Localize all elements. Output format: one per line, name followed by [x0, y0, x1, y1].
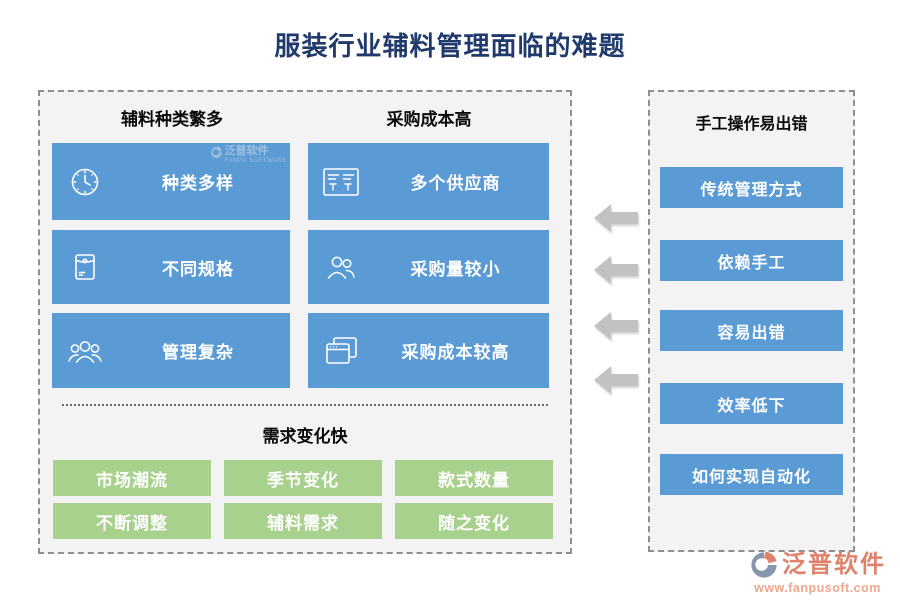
- stacked-windows-icon: [308, 335, 374, 367]
- manual-item: 容易出错: [660, 310, 843, 351]
- fanpu-logo-icon: [210, 146, 222, 158]
- card-variety-3: 管理复杂: [52, 313, 290, 388]
- problems-panel: 辅料种类繁多 采购成本高 种类多样 泛普软件 FANPU SOFTWARE: [38, 90, 572, 554]
- envelope-icon: [52, 250, 118, 284]
- card-cost-1: 多个供应商: [308, 143, 549, 220]
- card-label: 采购量较小: [410, 259, 501, 279]
- page-title: 服装行业辅料管理面临的难题: [274, 31, 626, 61]
- card-label: 采购成本较高: [401, 343, 510, 362]
- demand-card: 款式数量: [395, 460, 553, 496]
- card-label: 管理复杂: [162, 343, 234, 362]
- people-group-icon: [52, 337, 118, 365]
- clock-icon: [52, 166, 118, 198]
- section-header-cost: 采购成本高: [386, 110, 472, 129]
- card-label: 不同规格: [162, 259, 234, 279]
- section-header-variety: 辅料种类繁多: [121, 110, 223, 129]
- manual-item: 依赖手工: [660, 240, 843, 281]
- card-label: 种类多样: [162, 174, 234, 193]
- manual-operation-panel: 手工操作易出错 传统管理方式 依赖手工 容易出错 效率低下 如何实现自动化: [648, 90, 855, 552]
- arrow-left-icon: [594, 366, 638, 394]
- demand-card: 随之变化: [395, 503, 553, 539]
- demand-card: 市场潮流: [53, 460, 211, 496]
- section-header-demand: 需求变化快: [262, 427, 348, 446]
- manual-item: 如何实现自动化: [660, 454, 843, 495]
- fanpu-logo: 泛普软件 www.fanpusoft.com: [749, 550, 886, 595]
- logo-name: 泛普软件: [782, 551, 886, 578]
- card-label: 多个供应商: [410, 174, 501, 193]
- card-variety-1: 种类多样 泛普软件 FANPU SOFTWARE: [52, 143, 290, 220]
- watermark-caption: FANPU SOFTWARE: [224, 158, 287, 164]
- card-cost-2: 采购量较小: [308, 230, 549, 304]
- demand-card: 辅料需求: [224, 503, 382, 539]
- arrow-left-icon: [594, 312, 638, 340]
- card-cost-3: 采购成本较高: [308, 313, 549, 388]
- arrow-left-icon: [594, 204, 638, 232]
- people-icon: [308, 253, 374, 281]
- watermark: 泛普软件 FANPU SOFTWARE: [210, 146, 287, 164]
- demand-card: 季节变化: [224, 460, 382, 496]
- arrow-left-icon: [594, 256, 638, 284]
- card-variety-2: 不同规格: [52, 230, 290, 304]
- demand-card: 不断调整: [53, 503, 211, 539]
- watermark-name: 泛普软件: [224, 145, 269, 157]
- fanpu-logo-icon: [751, 551, 777, 578]
- manual-item: 传统管理方式: [660, 167, 843, 208]
- dotted-divider: [62, 404, 548, 406]
- section-header-manual: 手工操作易出错: [695, 116, 808, 133]
- manual-item: 效率低下: [660, 383, 843, 424]
- logo-url: www.fanpusoft.com: [754, 581, 881, 595]
- invoice-icon: [308, 167, 374, 197]
